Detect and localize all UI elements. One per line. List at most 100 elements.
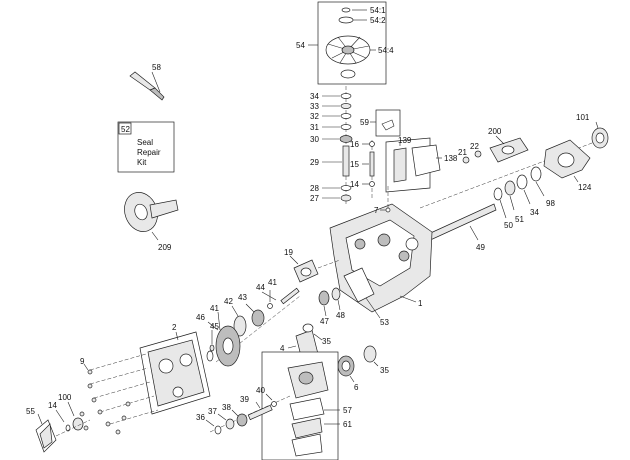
callout-40: 40 (256, 386, 265, 395)
plate-61-part (291, 417, 323, 439)
kit-number: 52 (121, 125, 130, 134)
callout-61: 61 (343, 420, 352, 429)
callout-7: 7 (374, 206, 379, 215)
callout-14: 14 (350, 180, 359, 189)
gear-47-part (318, 290, 330, 306)
bearing-38-part (236, 413, 248, 427)
callout-98: 98 (546, 199, 555, 208)
flange-209-group (124, 192, 179, 241)
callout-37: 37 (208, 407, 217, 416)
callout-36: 36 (196, 413, 205, 422)
pins-group (362, 109, 442, 200)
callout-2: 2 (172, 323, 177, 332)
callout-35a: 35 (322, 337, 331, 346)
cover-plate-group (89, 331, 211, 425)
shaft-44-part (280, 287, 300, 305)
callout-48: 48 (336, 311, 345, 320)
callout-47: 47 (320, 317, 329, 326)
left-gear-group (206, 287, 301, 367)
shaft-29-part (342, 145, 350, 177)
callout-28: 28 (310, 184, 319, 193)
pin-14-part (369, 181, 375, 187)
callout-41b: 41 (210, 304, 219, 313)
axle-49-group (423, 203, 497, 243)
callout-50: 50 (504, 221, 513, 230)
bolts-group (79, 363, 131, 435)
plate-57-part (289, 397, 325, 421)
callout-22: 22 (470, 142, 479, 151)
callout-59: 59 (360, 118, 369, 127)
callout-200: 200 (488, 127, 502, 136)
callout-38: 38 (222, 403, 231, 412)
fan-hub-part (341, 45, 355, 55)
fan-washer-part (338, 16, 354, 24)
callout-45: 45 (210, 322, 219, 331)
sealant-tube-group (129, 71, 165, 101)
callout-4: 4 (280, 344, 285, 353)
input-shaft-stack (322, 86, 353, 206)
ring-14b-part (65, 424, 71, 432)
callout-124: 124 (578, 183, 592, 192)
ring-31-part (340, 124, 352, 130)
callout-41a: 41 (268, 278, 277, 287)
seal-repair-kit-box (117, 121, 175, 173)
callout-27: 27 (310, 194, 319, 203)
output-side-group (419, 121, 609, 219)
ring-41-part (267, 303, 273, 309)
callout-34a: 34 (310, 92, 319, 101)
callout-1: 1 (418, 299, 423, 308)
box-59 (375, 109, 401, 137)
callout-49: 49 (476, 243, 485, 252)
callout-29: 29 (310, 158, 319, 167)
ring-33-part (340, 103, 352, 109)
screw-21-part (462, 156, 470, 164)
washer-98-part (530, 166, 542, 182)
callout-44: 44 (256, 283, 265, 292)
ring-32-part (340, 113, 352, 119)
plate-138-part (411, 144, 441, 177)
ring-28-part (340, 185, 352, 191)
axle-49-part (423, 203, 497, 243)
valve-139-part (393, 147, 407, 183)
callout-31: 31 (310, 123, 319, 132)
kit-label-line3: Kit (137, 158, 147, 167)
ring-37-part (225, 418, 235, 430)
shaft-39-part (247, 404, 273, 421)
bearing-51-part (504, 180, 516, 196)
main-housing-group (329, 186, 433, 313)
callout-32: 32 (310, 112, 319, 121)
lever-group (35, 401, 91, 453)
screw-22-part (474, 150, 482, 158)
seal-34-part (340, 93, 352, 99)
kit-number-box (118, 122, 132, 135)
pin-15-part (369, 151, 375, 177)
callout-35b: 35 (380, 366, 389, 375)
callout-209: 209 (158, 243, 172, 252)
gasket-group (318, 267, 381, 319)
washer-100-part (72, 417, 84, 431)
pin-16-part (369, 141, 375, 147)
callout-42: 42 (224, 297, 233, 306)
fan-base-part (340, 69, 356, 79)
bearing-35b-part (363, 345, 377, 363)
lower-shaft-group (205, 393, 291, 435)
kit-label-line1: Seal (137, 138, 153, 147)
callout-9: 9 (80, 357, 85, 366)
gear-42-part (233, 315, 247, 337)
callout-30: 30 (310, 135, 319, 144)
callout-51: 51 (515, 215, 524, 224)
callout-139: 139 (398, 136, 412, 145)
callout-6: 6 (354, 383, 359, 392)
callout-33: 33 (310, 102, 319, 111)
seal-34b-part (516, 174, 528, 190)
callout-101: 101 (576, 113, 590, 122)
callout-19: 19 (284, 248, 293, 257)
ring-50-part (493, 187, 503, 201)
pin-40-part (271, 401, 277, 407)
kit-label-line2: Repair (137, 148, 161, 157)
bearing-48-part (331, 287, 341, 301)
gasket-53-part (343, 267, 375, 303)
callout-43: 43 (238, 293, 247, 302)
